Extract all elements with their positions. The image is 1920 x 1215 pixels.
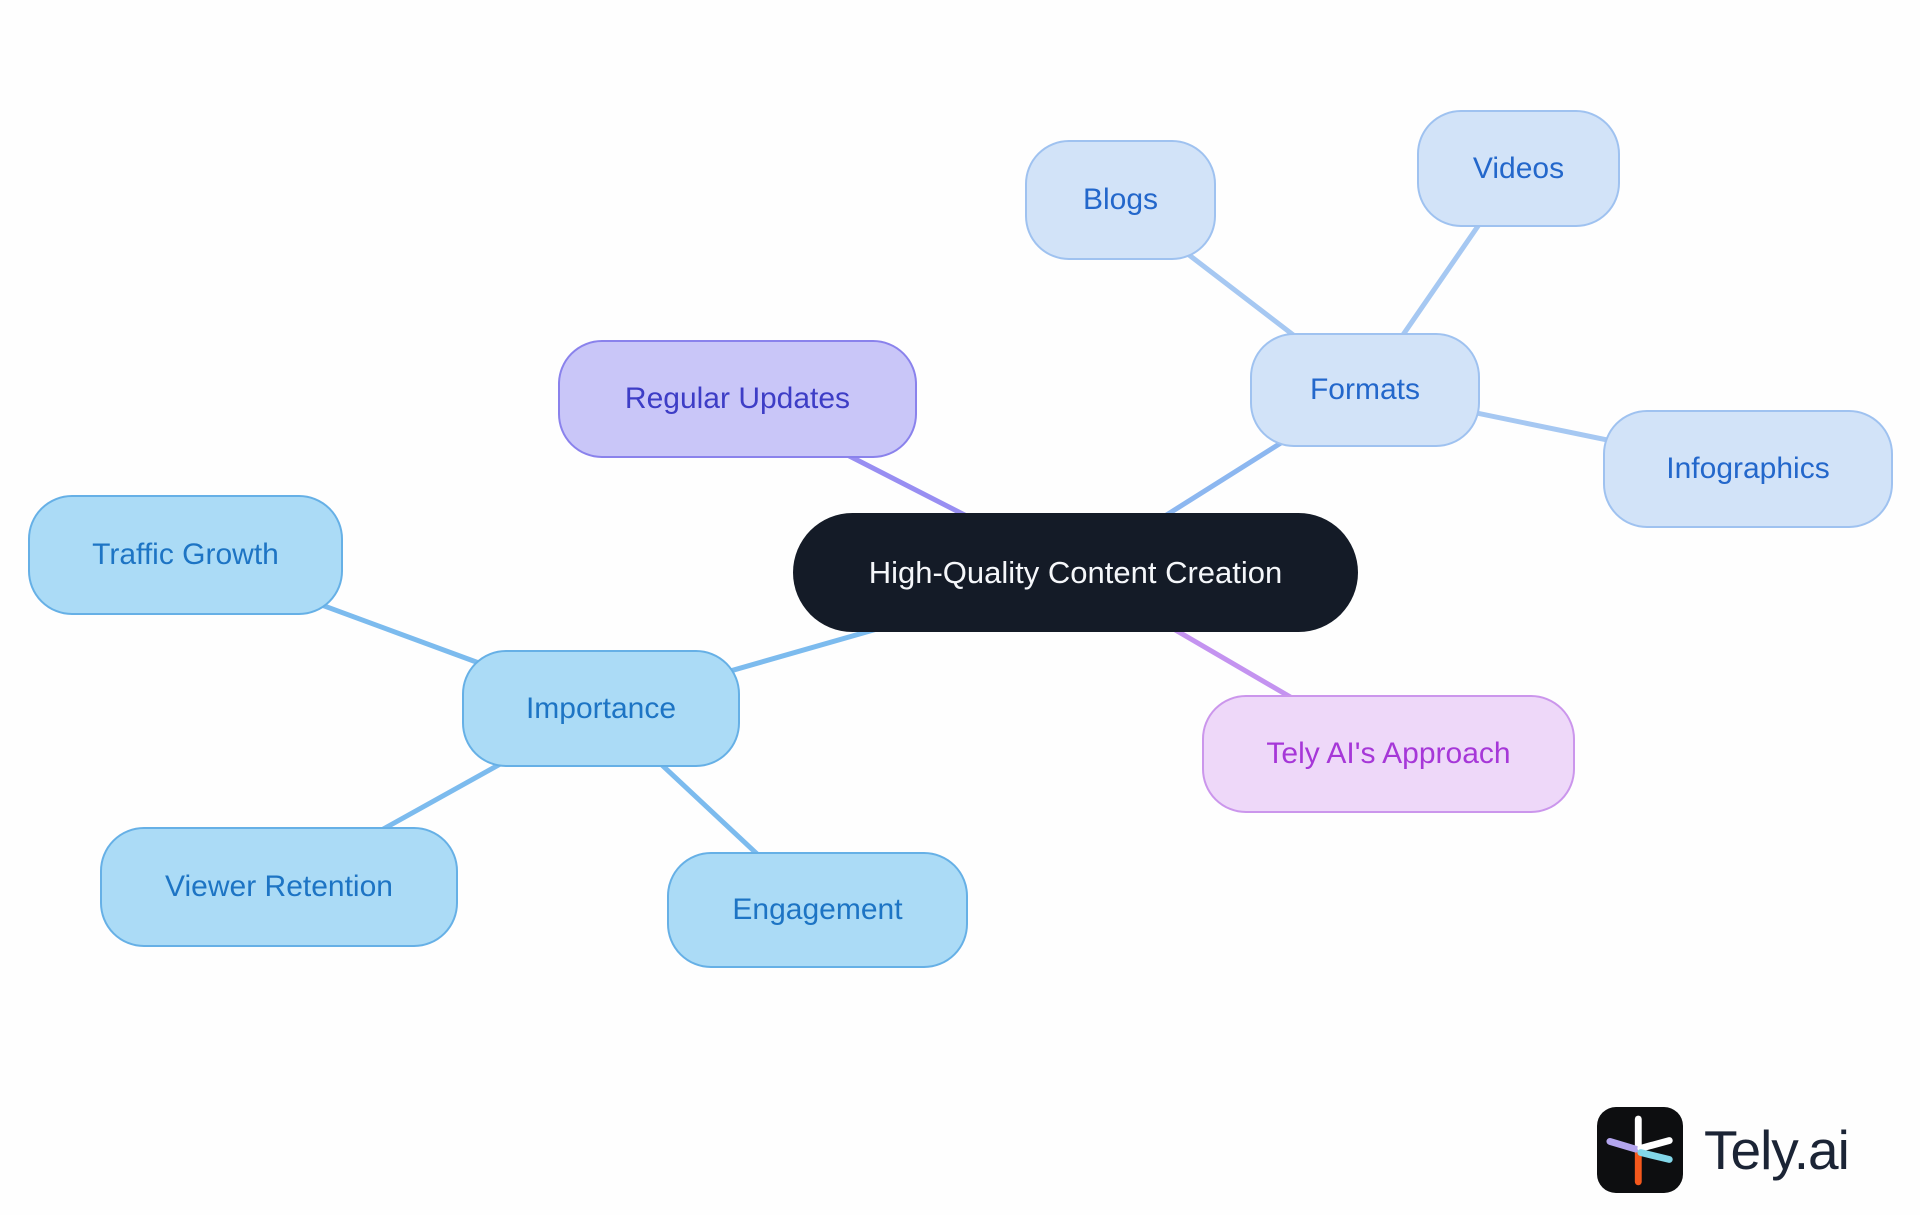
node-label: Regular Updates	[624, 382, 851, 415]
node-label: Videos	[1472, 151, 1565, 185]
node-viewer-retention[interactable]: Viewer Retention	[100, 827, 458, 947]
node-traffic-growth[interactable]: Traffic Growth	[28, 495, 343, 615]
node-label: Formats	[1309, 373, 1420, 406]
node-label: Tely AI's Approach	[1266, 737, 1511, 770]
brand-name: Tely.ai	[1704, 1119, 1850, 1181]
node-blogs[interactable]: Blogs	[1025, 140, 1216, 260]
node-importance[interactable]: Importance	[462, 650, 740, 767]
node-regular-updates[interactable]: Regular Updates	[558, 340, 917, 458]
node-label: High-Quality Content Creation	[868, 554, 1283, 590]
node-tely-ai-approach[interactable]: Tely AI's Approach	[1202, 695, 1575, 813]
node-label: Importance	[525, 691, 677, 725]
node-engagement[interactable]: Engagement	[667, 852, 968, 968]
node-label: Blogs	[1082, 183, 1159, 216]
tely-ai-watermark: Tely.ai	[1597, 1106, 1850, 1194]
tely-star-icon	[1597, 1107, 1683, 1193]
node-label: Infographics	[1666, 452, 1830, 485]
node-label: Viewer Retention	[165, 870, 393, 903]
node-label: Engagement	[732, 893, 903, 926]
node-videos[interactable]: Videos	[1417, 110, 1620, 227]
node-high-quality-content-creation[interactable]: High-Quality Content Creation	[793, 513, 1358, 632]
node-formats[interactable]: Formats	[1250, 333, 1480, 447]
node-label: Traffic Growth	[92, 538, 279, 571]
node-infographics[interactable]: Infographics	[1603, 410, 1893, 528]
